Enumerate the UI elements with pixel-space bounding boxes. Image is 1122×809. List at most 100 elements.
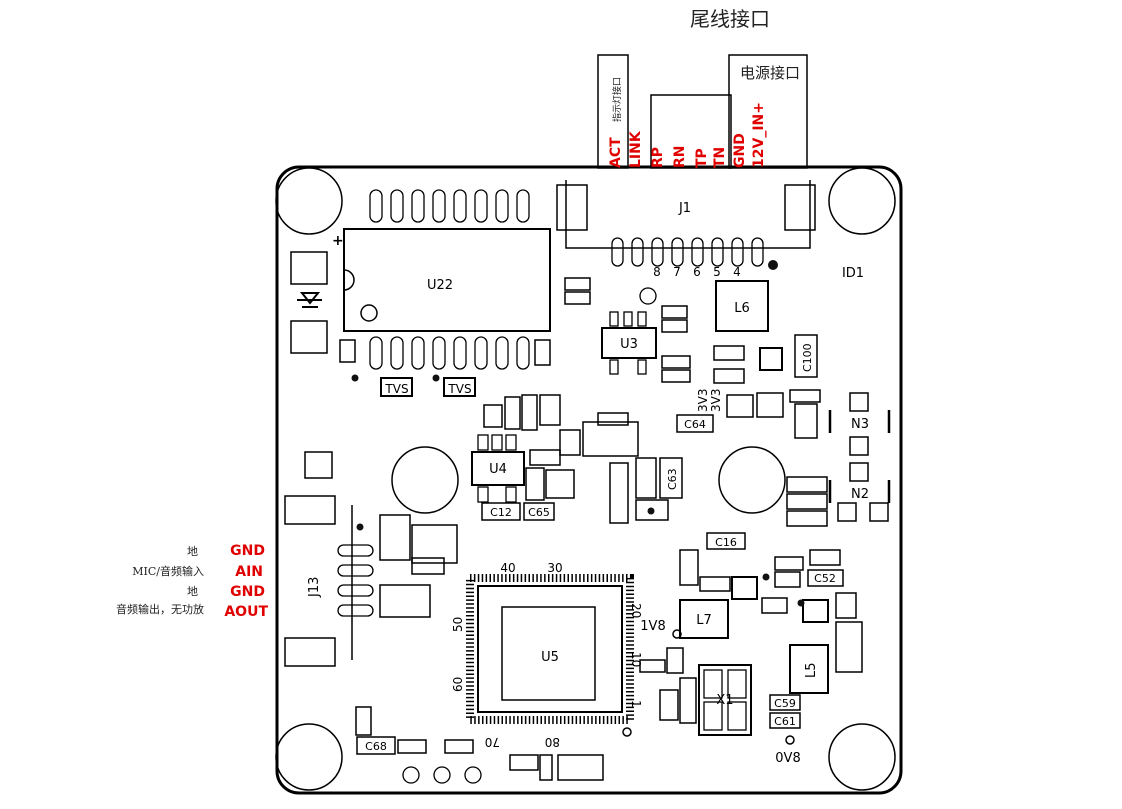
u5-pin-60: 60 (451, 677, 465, 692)
net-3v3-a: 3V3 (696, 389, 710, 412)
test-point-3 (464, 766, 482, 784)
u5-pin-30: 30 (547, 561, 562, 575)
n2-label: N2 (851, 487, 869, 502)
j1-pin-4: 4 (733, 265, 741, 279)
c61-body (769, 712, 801, 729)
u5-pin-ring (466, 574, 634, 724)
tvs1-body (380, 377, 413, 397)
board-outline (275, 165, 903, 795)
top-pin-12v: 12V_IN+ (751, 102, 767, 168)
top-pin-link: LINK (628, 130, 644, 168)
j1-mount-pad-right (784, 184, 816, 231)
diode-icon (297, 292, 322, 308)
mounting-hole-mid-left (391, 446, 459, 514)
passive-cluster-bottom (355, 706, 604, 781)
c52-label: C52 (814, 572, 836, 585)
audio-pin-gnd-1: GND (230, 543, 265, 559)
u22-top-pins (369, 189, 530, 223)
tvs2-label: TVS (447, 382, 471, 396)
c59-label: C59 (774, 697, 796, 710)
passive-cluster-u4 (304, 394, 683, 524)
audio-pin-aout: AOUT (224, 604, 268, 620)
c65-label: C65 (528, 506, 550, 519)
u22-body (343, 228, 551, 332)
tvs2-body (443, 377, 476, 397)
u5-pin-40: 40 (500, 561, 515, 575)
audio-desc-aout: 音频输出，无功放 (116, 602, 204, 616)
top-pin-rp: RP (650, 147, 666, 168)
c100-label: C100 (801, 343, 814, 372)
j1-pin-6: 6 (693, 265, 701, 279)
mounting-hole-top-left (275, 167, 343, 235)
audio-desc-ain: MIC/音频输入 (132, 564, 204, 578)
net-0v8: 0V8 (775, 751, 800, 766)
mounting-hole-bottom-left (275, 723, 343, 791)
c64-body (676, 414, 714, 433)
u3-body (601, 327, 657, 359)
c16-label: C16 (715, 536, 737, 549)
c63-label: C63 (666, 468, 679, 490)
u5-pin-80: 80 (545, 735, 560, 749)
l6-label: L6 (734, 301, 750, 316)
u4-label: U4 (489, 462, 507, 477)
c12-body (481, 502, 521, 521)
tvs2-dot (432, 374, 440, 382)
l6-body (715, 280, 769, 332)
n3-label: N3 (851, 417, 869, 432)
test-point-2 (433, 766, 451, 784)
u5-pin-1: 1 (629, 700, 643, 708)
ethernet-connector-box (650, 94, 732, 169)
passive-cluster-j13 (379, 514, 458, 618)
tvs1-dot (351, 374, 359, 382)
j1-key-dot (768, 260, 778, 270)
power-title: 电源接口 (740, 64, 800, 82)
c16-body (706, 532, 746, 550)
j1-label: J1 (678, 201, 691, 216)
tvs1-label: TVS (384, 382, 408, 396)
j1-mount-pad-left (556, 184, 588, 231)
audio-pin-ain: AIN (235, 564, 263, 580)
net-1v8: 1V8 (640, 619, 665, 634)
top-pin-tn: TN (712, 147, 728, 168)
net-3v3-b: 3V3 (709, 389, 723, 412)
u5-pin-20: 20 (629, 603, 643, 618)
u5-die (501, 606, 596, 701)
j13-pad-bottom (284, 637, 336, 667)
audio-desc-gnd-1: 地 (187, 545, 198, 558)
led-plus-mark: + (332, 233, 344, 249)
c59-body (769, 694, 801, 711)
x1-body (698, 664, 752, 736)
l5-body (789, 644, 829, 694)
c61-label: C61 (774, 715, 796, 728)
mounting-hole-mid-right (718, 446, 786, 514)
test-point-1 (402, 766, 420, 784)
passive-cluster-u3 (339, 277, 821, 439)
pigtail-title: 尾线接口 (690, 7, 770, 31)
mounting-hole-bottom-right (828, 723, 896, 791)
j1-pin-5: 5 (713, 265, 721, 279)
u22-notch (343, 269, 355, 291)
led-pad-top (290, 251, 328, 285)
passive-cluster-right (639, 549, 863, 724)
top-pin-tp: TP (694, 148, 710, 168)
u22-pin1-marker (360, 304, 378, 322)
j13-label: J13 (307, 577, 322, 598)
u3-label: U3 (620, 337, 638, 352)
x1-label: X1 (716, 693, 733, 708)
j1-pin-7: 7 (673, 265, 681, 279)
u22-bottom-pins (369, 336, 530, 370)
top-pin-gnd: GND (732, 133, 748, 168)
u5-pin-70: 70 (485, 735, 500, 749)
u5-label: U5 (541, 650, 559, 665)
l5-label: L5 (804, 662, 819, 678)
indicator-connector-box (597, 54, 629, 169)
id1-label: ID1 (842, 266, 864, 281)
j13-pad-top (284, 495, 336, 525)
u5-pin1-marker (622, 727, 632, 737)
power-connector-box (728, 54, 808, 169)
led-pad-bottom (290, 320, 328, 354)
l7-body (679, 599, 729, 639)
top-pin-rn: RN (672, 146, 688, 169)
j1-pins (611, 237, 764, 267)
